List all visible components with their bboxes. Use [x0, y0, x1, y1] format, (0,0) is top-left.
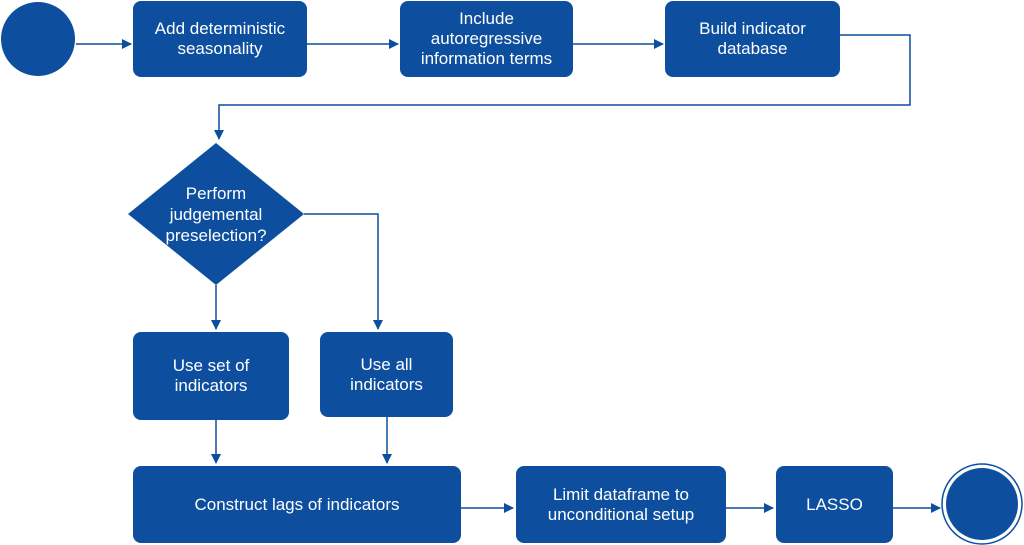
decision-label: Perform judgemental preselection? [165, 183, 267, 245]
use-all-node: Use all indicators [320, 332, 453, 417]
start-node [1, 2, 75, 76]
limit-dataframe-node: Limit dataframe to unconditional setup [516, 466, 726, 543]
construct-lags-node: Construct lags of indicators [133, 466, 461, 543]
decision-diamond [128, 143, 304, 285]
end-node-outer-ring [941, 463, 1023, 545]
end-node [946, 468, 1018, 540]
edge-database-to-decision [214, 34, 911, 140]
use-set-node: Use set of indicators [133, 332, 289, 420]
add-seasonality-node: Add deterministic seasonality [133, 1, 307, 77]
edge-decision-to-use-all [304, 213, 383, 330]
lasso-node: LASSO [776, 466, 893, 543]
include-ar-terms-node: Include autoregressive information terms [400, 1, 573, 77]
build-database-node: Build indicator database [665, 1, 840, 77]
